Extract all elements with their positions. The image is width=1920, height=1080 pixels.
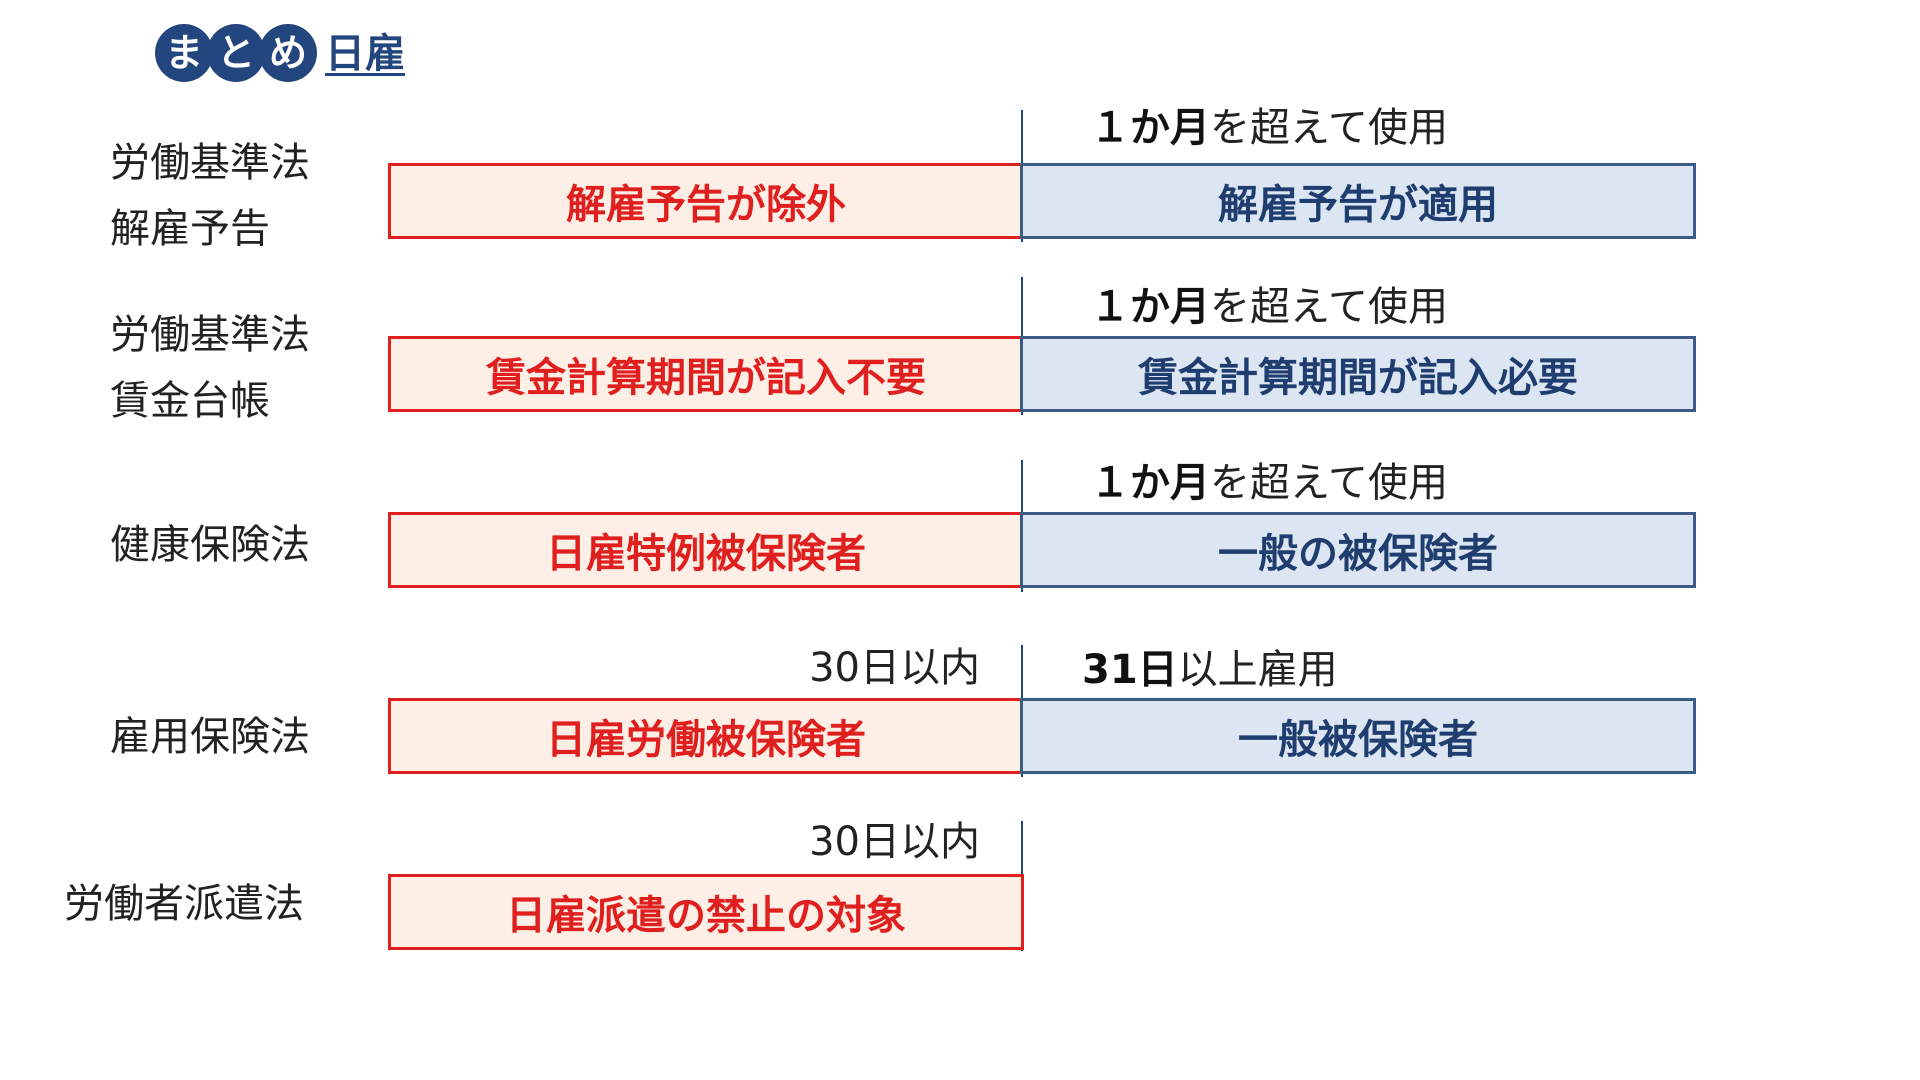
row-2-red-text: 賃金計算期間が記入不要 bbox=[486, 355, 926, 401]
row-3-red-text: 日雇特例被保険者 bbox=[546, 531, 866, 577]
row-4-left-note: 30日以内 bbox=[809, 645, 980, 691]
row-2-red-bar: 賃金計算期間が記入不要 bbox=[388, 336, 1024, 412]
row-3-right-note-bold: １か月 bbox=[1090, 460, 1210, 506]
row-4-right-note-bold: 31日 bbox=[1082, 647, 1178, 693]
row-4-blue-bar: 一般被保険者 bbox=[1020, 698, 1696, 774]
row-3-label: 健康保険法 bbox=[110, 512, 310, 578]
matome-bubble-1: ま bbox=[155, 24, 213, 82]
matome-badge: ま と め bbox=[155, 24, 317, 82]
row-1-red-bar: 解雇予告が除外 bbox=[388, 163, 1024, 239]
row-2-label: 労働基準法 賃金台帳 bbox=[110, 302, 310, 434]
row-2-label-line1: 労働基準法 bbox=[110, 312, 310, 358]
row-1-red-text: 解雇予告が除外 bbox=[566, 182, 846, 228]
row-4-right-note-rest: 以上雇用 bbox=[1177, 647, 1338, 693]
row-3-right-note-rest: を超えて使用 bbox=[1210, 460, 1448, 506]
row-3-label-line1: 健康保険法 bbox=[110, 522, 310, 568]
row-5-label-line1: 労働者派遣法 bbox=[64, 881, 304, 927]
row-1-label-line2: 解雇予告 bbox=[110, 206, 270, 252]
row-2-right-note-bold: １か月 bbox=[1090, 284, 1210, 330]
row-1-right-note: １か月を超えて使用 bbox=[1090, 103, 1448, 153]
row-2-blue-bar: 賃金計算期間が記入必要 bbox=[1020, 336, 1696, 412]
row-3-red-bar: 日雇特例被保険者 bbox=[388, 512, 1024, 588]
row-1-right-note-rest: を超えて使用 bbox=[1210, 105, 1448, 151]
row-3-blue-text: 一般の被保険者 bbox=[1218, 531, 1498, 577]
row-3-blue-bar: 一般の被保険者 bbox=[1020, 512, 1696, 588]
row-4-red-bar: 日雇労働被保険者 bbox=[388, 698, 1024, 774]
row-1-label-line1: 労働基準法 bbox=[110, 140, 310, 186]
row-1-right-note-bold: １か月 bbox=[1090, 105, 1210, 151]
page-title: 日雇 bbox=[325, 31, 405, 77]
row-2-right-note: １か月を超えて使用 bbox=[1090, 282, 1448, 332]
row-1-blue-text: 解雇予告が適用 bbox=[1218, 182, 1498, 228]
row-4-label: 雇用保険法 bbox=[110, 704, 310, 770]
row-4-label-line1: 雇用保険法 bbox=[110, 714, 310, 760]
matome-bubble-3: め bbox=[259, 24, 317, 82]
row-4-red-text: 日雇労働被保険者 bbox=[546, 717, 866, 763]
row-5-label: 労働者派遣法 bbox=[64, 871, 304, 937]
row-2-blue-text: 賃金計算期間が記入必要 bbox=[1138, 355, 1578, 401]
row-1-label: 労働基準法 解雇予告 bbox=[110, 130, 310, 262]
row-4-right-note: 31日以上雇用 bbox=[1082, 645, 1338, 695]
row-1-blue-bar: 解雇予告が適用 bbox=[1020, 163, 1696, 239]
row-3-right-note: １か月を超えて使用 bbox=[1090, 458, 1448, 508]
row-5-left-note: 30日以内 bbox=[809, 819, 980, 865]
row-2-label-line2: 賃金台帳 bbox=[110, 378, 270, 424]
matome-bubble-2: と bbox=[207, 24, 265, 82]
row-5-red-bar: 日雇派遣の禁止の対象 bbox=[388, 874, 1024, 950]
row-5-red-text: 日雇派遣の禁止の対象 bbox=[506, 893, 906, 939]
row-4-blue-text: 一般被保険者 bbox=[1238, 717, 1478, 763]
row-2-right-note-rest: を超えて使用 bbox=[1210, 284, 1448, 330]
